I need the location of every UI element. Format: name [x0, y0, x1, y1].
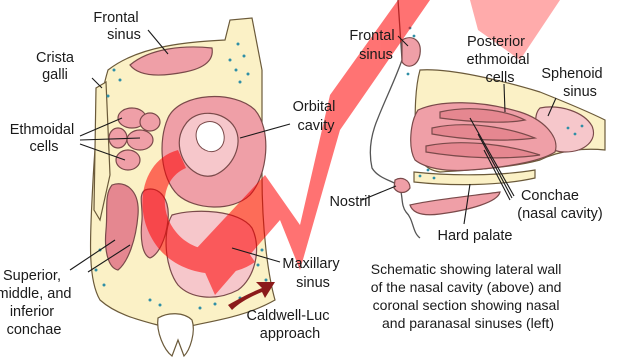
label-frontal-sinus-coronal: Frontal sinus: [93, 10, 142, 43]
nostril: [394, 178, 410, 192]
label-crista-galli: Crista galli: [36, 50, 78, 83]
coronal-section-illustration: [90, 18, 275, 356]
label-nostril: Nostril: [329, 194, 370, 210]
label-conchae-lateral: Conchae (nasal cavity): [517, 188, 602, 222]
label-ethmoidal-cells: Ethmoidal cells: [10, 122, 79, 155]
hard-palate: [414, 170, 535, 185]
frontal-sinus-lateral: [402, 38, 420, 66]
figure-caption: Schematic showing lateral wall of the na…: [371, 261, 566, 331]
label-conchae-coronal: Superior, middle, and inferior conchae: [0, 268, 76, 338]
label-sphenoid-sinus: Sphenoid sinus: [541, 66, 606, 100]
label-maxillary-sinus: Maxillary sinus: [282, 256, 343, 291]
label-hard-palate: Hard palate: [438, 228, 513, 244]
tooth-icon: [158, 314, 194, 356]
label-caldwell-luc: Caldwell-Luc approach: [246, 308, 333, 342]
